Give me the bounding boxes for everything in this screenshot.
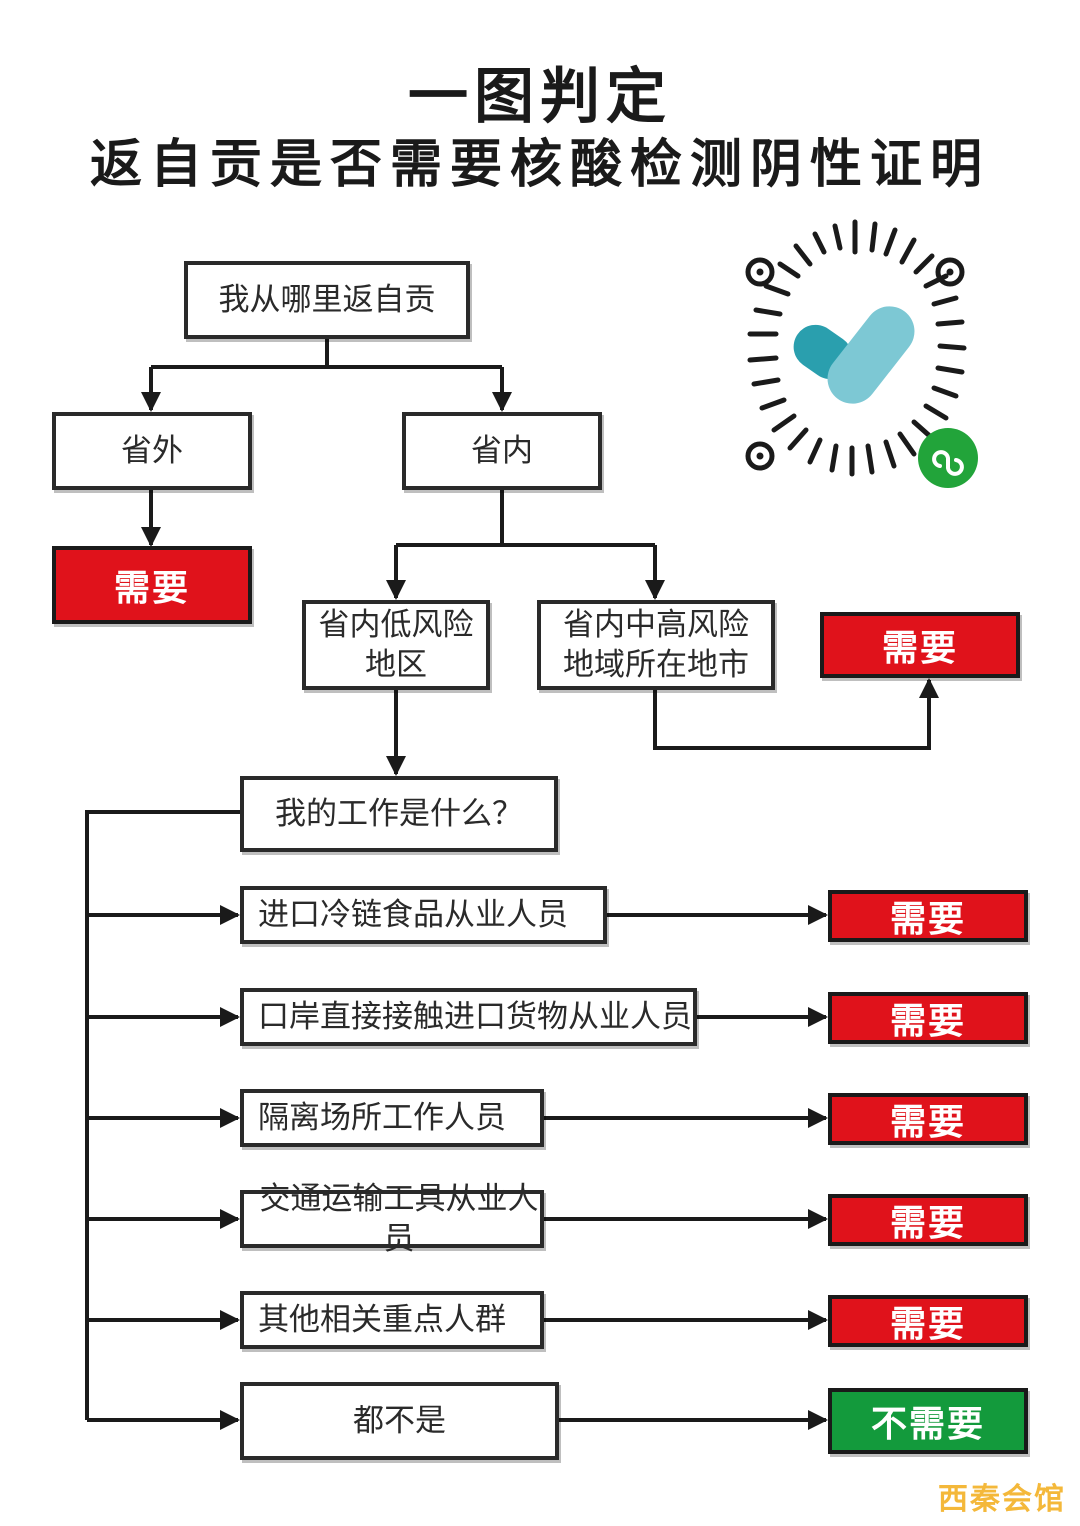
- need-badge-job-4: 需要: [828, 1194, 1028, 1246]
- job-transport: 交通运输工具从业人员: [240, 1181, 544, 1257]
- arrow-mid-high-need: [653, 678, 939, 750]
- inside-node: 省内: [402, 412, 602, 490]
- need-badge-outside: 需要: [52, 546, 252, 624]
- need-badge-job-1: 需要: [828, 890, 1028, 942]
- mid-high-risk-node: 省内中高风险 地域所在地市: [537, 600, 775, 690]
- need-badge-mid-high: 需要: [820, 612, 1020, 678]
- connector-inside: [396, 490, 655, 547]
- page-subtitle: 返自贡是否需要核酸检测阴性证明: [89, 135, 990, 195]
- need-badge-job-2: 需要: [828, 992, 1028, 1044]
- page-title: 一图判定: [408, 62, 672, 132]
- need-badge-job-5: 需要: [828, 1295, 1028, 1347]
- job-port-cargo: 口岸直接接触进口货物从业人员: [240, 988, 697, 1046]
- job-other-key-groups: 其他相关重点人群: [240, 1291, 544, 1349]
- connector-start: [151, 338, 502, 369]
- start-node: 我从哪里返自贡: [184, 261, 470, 339]
- watermark: 西秦会馆: [938, 1482, 1066, 1517]
- need-badge-job-3: 需要: [828, 1093, 1028, 1145]
- job-question-node: 我的工作是什么？: [240, 776, 558, 852]
- job-none-of-above: 都不是: [240, 1382, 559, 1460]
- job-cold-chain: 进口冷链食品从业人员: [240, 886, 607, 944]
- no-need-badge: 不需要: [828, 1388, 1028, 1454]
- job-quarantine-site: 隔离场所工作人员: [240, 1089, 544, 1147]
- low-risk-node: 省内低风险 地区: [302, 600, 490, 690]
- wechat-mini-program-code-icon: [745, 219, 978, 488]
- outside-node: 省外: [52, 412, 252, 490]
